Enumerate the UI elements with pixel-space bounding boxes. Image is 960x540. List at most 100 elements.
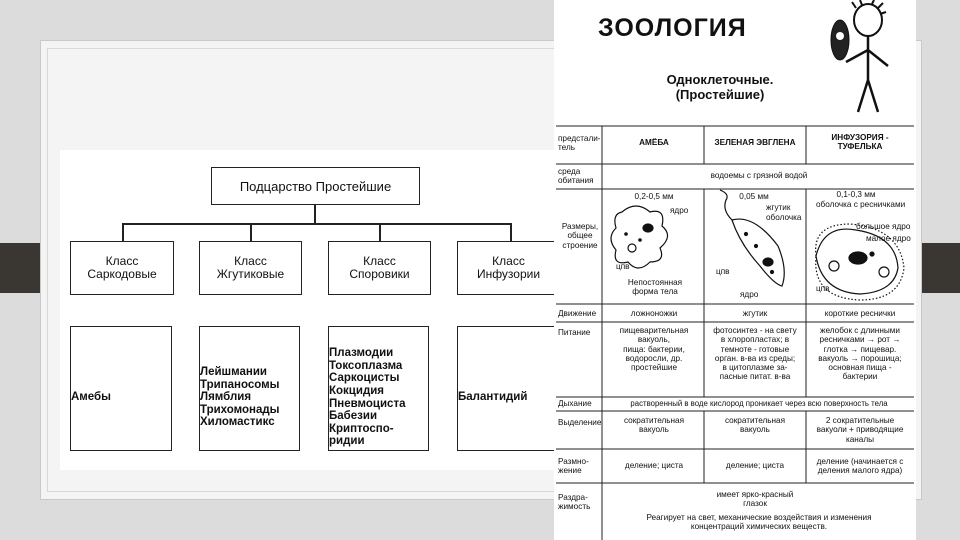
text-line: пища: бактерии, bbox=[606, 345, 702, 354]
text-line: 2 сократительные bbox=[808, 416, 912, 425]
header-line: ИНФУЗОРИЯ - bbox=[808, 133, 912, 142]
member-item: Хиломастикс bbox=[200, 416, 275, 429]
header-line: ТУФЕЛЬКА bbox=[808, 142, 912, 151]
text-line: водоросли, др. bbox=[606, 354, 702, 363]
text-line: вакуоль bbox=[706, 425, 804, 434]
text-line: деления малого ядра) bbox=[808, 466, 912, 475]
movement-euglena: жгутик bbox=[706, 309, 804, 318]
respiration-value: растворенный в воде кислород проникает ч… bbox=[604, 399, 914, 408]
text-line: вакуоль bbox=[606, 425, 702, 434]
irritability-common: Реагирует на свет, механические воздейст… bbox=[606, 513, 912, 532]
label-line: строение bbox=[558, 241, 602, 250]
members-sporozoa: Плазмодии Токсоплазма Саркоцисты Кокциди… bbox=[328, 326, 429, 451]
paramecium-size: 0,1-0,3 мм bbox=[816, 190, 896, 199]
class-name: Споровики bbox=[349, 268, 409, 281]
row-label-movement: Движение bbox=[558, 309, 600, 318]
label-cilia-shell: оболочка с ресничками bbox=[816, 200, 905, 209]
excretion-amoeba: сократительная вакуоль bbox=[606, 416, 702, 435]
row-label-excretion: Выделение bbox=[558, 418, 602, 427]
member-item: ридии bbox=[329, 435, 365, 448]
reproduction-amoeba: деление; циста bbox=[606, 461, 702, 470]
label-big-nucleus: большое ядро bbox=[856, 222, 910, 231]
text-line: сократительная bbox=[706, 416, 804, 425]
note-line: форма тела bbox=[610, 287, 700, 296]
label-line: жение bbox=[558, 466, 600, 475]
member-item: Балантидий bbox=[458, 391, 527, 404]
text-line: вакуоли + приводящие bbox=[808, 425, 912, 434]
text-line: глазок bbox=[704, 499, 806, 508]
member-item: Амебы bbox=[71, 391, 111, 404]
label-shell: оболочка bbox=[766, 213, 801, 222]
movement-amoeba: ложноножки bbox=[606, 309, 702, 318]
class-node-flagellata: Класс Жгутиковые bbox=[199, 241, 302, 295]
label-line: Раздра- bbox=[558, 493, 600, 502]
connector-class-3 bbox=[379, 223, 381, 241]
label-line: жимость bbox=[558, 502, 600, 511]
nutrition-amoeba: пищеварительная вакуоль, пища: бактерии,… bbox=[606, 326, 702, 372]
zoology-table-page: ЗООЛОГИЯ Одноклеточные. (Простейшие) bbox=[554, 0, 916, 540]
text-line: сократительная bbox=[606, 416, 702, 425]
label-flagellum: жгутик bbox=[766, 203, 790, 212]
member-item: Саркоцисты bbox=[329, 372, 399, 385]
class-node-sporozoa: Класс Споровики bbox=[328, 241, 431, 295]
connector-class-2 bbox=[250, 223, 252, 241]
amoeba-drawing bbox=[611, 206, 668, 268]
member-item: Лямблия bbox=[200, 391, 251, 404]
row-label-nutrition: Питание bbox=[558, 328, 600, 337]
text-line: деление (начинается с bbox=[808, 457, 912, 466]
label-line: Размно- bbox=[558, 457, 600, 466]
label-nucleus-amoeba: ядро bbox=[670, 206, 688, 215]
connector-class-1 bbox=[122, 223, 124, 241]
member-item: Кокцидия bbox=[329, 385, 384, 398]
header-representative: предстали- тель bbox=[558, 134, 600, 153]
class-name: Саркодовые bbox=[87, 268, 156, 281]
text-line: орган. в-ва из среды; bbox=[706, 354, 804, 363]
member-item: Бабезии bbox=[329, 410, 377, 423]
text-line: в хлоропластах; в bbox=[706, 335, 804, 344]
header-euglena: ЗЕЛЕНАЯ ЭВГЛЕНА bbox=[706, 138, 804, 147]
movement-paramecium: короткие реснички bbox=[808, 309, 912, 318]
label-line: Размеры, bbox=[558, 222, 602, 231]
member-item: Пневмоциста bbox=[329, 398, 405, 411]
amoeba-form-note: Непостоянная форма тела bbox=[610, 278, 700, 297]
members-sarcodina: Амебы bbox=[70, 326, 172, 451]
connector-horizontal bbox=[122, 223, 510, 225]
member-item: Токсоплазма bbox=[329, 360, 402, 373]
nutrition-euglena: фотосинтез - на свету в хлоропластах; в … bbox=[706, 326, 804, 382]
connector-class-4 bbox=[510, 223, 512, 241]
excretion-euglena: сократительная вакуоль bbox=[706, 416, 804, 435]
classification-diagram: Подцарство Простейшие Класс Саркодовые К… bbox=[60, 150, 560, 470]
text-line: Реагирует на свет, механические воздейст… bbox=[606, 513, 912, 522]
text-line: вакуоль, bbox=[606, 335, 702, 344]
reproduction-paramecium: деление (начинается с деления малого ядр… bbox=[808, 457, 912, 476]
text-line: ресничками → рот → bbox=[808, 335, 912, 344]
text-line: фотосинтез - на свету bbox=[706, 326, 804, 335]
header-line: тель bbox=[558, 143, 600, 152]
row-label-irritability: Раздра- жимость bbox=[558, 493, 600, 512]
label-small-nucleus: малое ядро bbox=[866, 234, 911, 243]
text-line: пасные питат. в-ва bbox=[706, 372, 804, 381]
member-item: Плазмодии bbox=[329, 347, 393, 360]
text-line: пищеварительная bbox=[606, 326, 702, 335]
class-name: Жгутиковые bbox=[217, 268, 284, 281]
text-line: основная пища - bbox=[808, 363, 912, 372]
text-line: простейшие bbox=[606, 363, 702, 372]
text-line: вакуоль → порошица; bbox=[808, 354, 912, 363]
class-node-sarcodina: Класс Саркодовые bbox=[70, 241, 174, 295]
row-label-respiration: Дыхание bbox=[558, 399, 600, 408]
euglena-size: 0,05 мм bbox=[714, 192, 794, 201]
members-ciliata: Балантидий bbox=[457, 326, 558, 451]
label-cpv-paramecium: цпв bbox=[816, 284, 829, 293]
row-label-environment: среда обитания bbox=[558, 167, 600, 186]
text-line: концентраций химических веществ. bbox=[606, 522, 912, 531]
header-paramecium: ИНФУЗОРИЯ - ТУФЕЛЬКА bbox=[808, 133, 912, 152]
member-item: Криптоспо- bbox=[329, 423, 394, 436]
text-line: желобок с длинными bbox=[808, 326, 912, 335]
row-label-reproduction: Размно- жение bbox=[558, 457, 600, 476]
irritability-euglena: имеет ярко-красный глазок bbox=[704, 490, 806, 509]
member-item: Лейшмании bbox=[200, 366, 267, 379]
label-line: обитания bbox=[558, 176, 600, 185]
class-name: Инфузории bbox=[477, 268, 540, 281]
member-item: Трипаносомы bbox=[200, 379, 279, 392]
text-line: глотка → пищевар. bbox=[808, 345, 912, 354]
